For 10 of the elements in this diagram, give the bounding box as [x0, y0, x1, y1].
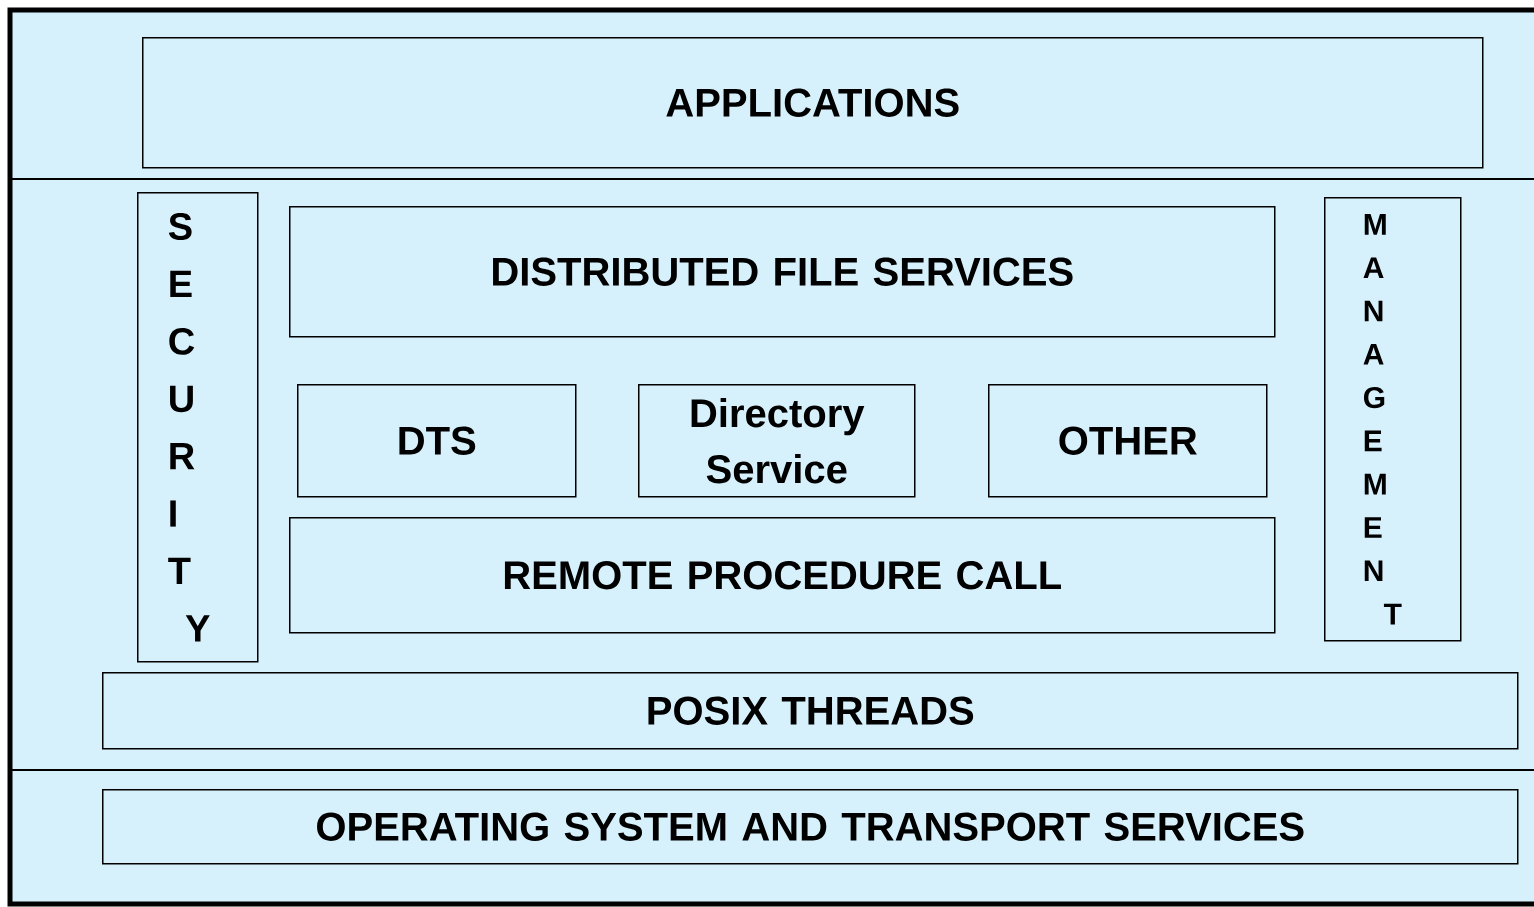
layer-box: DTS: [297, 384, 577, 498]
vertical-label-box: MANAGEMENT: [1324, 197, 1462, 642]
layer-box: OPERATING SYSTEM AND TRANSPORT SERVICES: [102, 789, 1519, 865]
layer-box: Directory Service: [638, 384, 916, 498]
vertical-label-box: SECURITY: [137, 192, 259, 663]
layer-box: DISTRIBUTED FILE SERVICES: [289, 206, 1276, 338]
layer-box: APPLICATIONS: [142, 37, 1484, 169]
layer-box: OTHER: [988, 384, 1268, 498]
layer-box: REMOTE PROCEDURE CALL: [289, 517, 1276, 634]
layer-box: POSIX THREADS: [102, 672, 1519, 750]
